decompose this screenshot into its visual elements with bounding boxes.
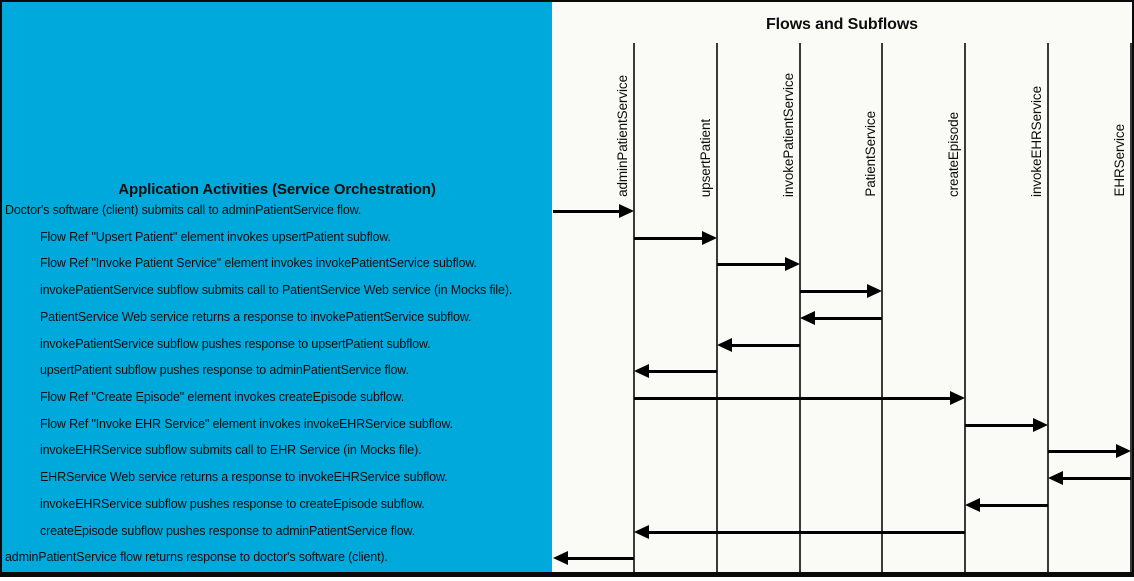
activity-row: EHRService Web service returns a respons… bbox=[40, 470, 448, 484]
lifeline bbox=[1130, 43, 1132, 572]
lifeline-label: invokeEHRService bbox=[1029, 86, 1044, 197]
arrowhead-icon bbox=[965, 498, 980, 512]
activity-row: invokeEHRService subflow submits call to… bbox=[40, 443, 422, 457]
arrowhead-icon bbox=[634, 364, 649, 378]
arrowhead-icon bbox=[1033, 418, 1048, 432]
arrowhead-icon bbox=[800, 311, 815, 325]
activity-row: invokePatientService subflow submits cal… bbox=[40, 283, 513, 297]
arrow-shaft bbox=[730, 343, 800, 347]
arrow-shaft bbox=[1061, 476, 1131, 480]
arrow-shaft bbox=[634, 396, 952, 400]
arrow-shaft bbox=[965, 423, 1035, 427]
lifeline-label: upsertPatient bbox=[698, 118, 713, 197]
flow-arrow bbox=[717, 257, 800, 271]
arrowhead-icon bbox=[553, 551, 568, 565]
activity-row: Flow Ref "Invoke EHR Service" element in… bbox=[40, 417, 453, 431]
activities-panel-title: Application Activities (Service Orchestr… bbox=[118, 181, 436, 198]
arrow-shaft bbox=[978, 503, 1048, 507]
lifeline bbox=[964, 43, 966, 572]
lifeline bbox=[633, 43, 635, 572]
lifeline bbox=[799, 43, 801, 572]
flow-arrow bbox=[634, 391, 965, 405]
arrowhead-icon bbox=[619, 204, 634, 218]
flow-arrow bbox=[717, 338, 800, 352]
activity-row: PatientService Web service returns a res… bbox=[40, 310, 472, 324]
flows-title: Flows and Subflows bbox=[766, 16, 918, 33]
activity-row: upsertPatient subflow pushes response to… bbox=[40, 363, 409, 377]
arrowhead-icon bbox=[950, 391, 965, 405]
arrow-shaft bbox=[553, 209, 621, 213]
arrow-shaft bbox=[1048, 449, 1118, 453]
arrow-shaft bbox=[800, 289, 869, 293]
flow-arrow bbox=[800, 311, 882, 325]
flow-arrow bbox=[634, 231, 717, 245]
lifeline bbox=[716, 43, 718, 572]
arrow-shaft bbox=[813, 316, 882, 320]
arrow-shaft bbox=[647, 530, 965, 534]
arrowhead-icon bbox=[1116, 444, 1131, 458]
arrowhead-icon bbox=[867, 284, 882, 298]
flow-arrow bbox=[634, 525, 965, 539]
lifeline-label: createEpisode bbox=[946, 111, 961, 197]
activities-panel bbox=[2, 2, 552, 572]
lifeline-label: adminPatientService bbox=[615, 75, 630, 197]
arrow-shaft bbox=[647, 369, 717, 373]
flows-region bbox=[552, 2, 1132, 572]
lifeline-label: PatientService bbox=[863, 111, 878, 197]
flow-arrow bbox=[965, 498, 1048, 512]
flow-arrow bbox=[553, 204, 634, 218]
flow-arrow bbox=[553, 551, 634, 565]
activity-row: adminPatientService flow returns respons… bbox=[5, 550, 388, 564]
activity-row: Flow Ref "Upsert Patient" element invoke… bbox=[40, 230, 391, 244]
flow-arrow bbox=[1048, 444, 1131, 458]
flow-arrow bbox=[800, 284, 882, 298]
arrowhead-icon bbox=[785, 257, 800, 271]
activity-row: invokeEHRService subflow pushes response… bbox=[40, 497, 425, 511]
arrowhead-icon bbox=[702, 231, 717, 245]
flow-arrow bbox=[965, 418, 1048, 432]
lifeline-label: invokePatientService bbox=[781, 72, 796, 197]
arrowhead-icon bbox=[717, 338, 732, 352]
activity-row: invokePatientService subflow pushes resp… bbox=[40, 337, 431, 351]
arrow-shaft bbox=[717, 262, 787, 266]
arrow-shaft bbox=[634, 236, 704, 240]
lifeline-label: EHRService bbox=[1112, 124, 1127, 197]
lifeline bbox=[881, 43, 883, 572]
activity-row: createEpisode subflow pushes response to… bbox=[40, 524, 416, 538]
arrowhead-icon bbox=[634, 525, 649, 539]
arrow-shaft bbox=[566, 556, 634, 560]
activity-row: Flow Ref "Invoke Patient Service" elemen… bbox=[40, 256, 477, 270]
arrowhead-icon bbox=[1048, 471, 1063, 485]
activity-row: Flow Ref "Create Episode" element invoke… bbox=[40, 390, 405, 404]
activity-row: Doctor's software (client) submits call … bbox=[5, 203, 362, 217]
flow-arrow bbox=[634, 364, 717, 378]
flow-arrow bbox=[1048, 471, 1131, 485]
lifeline bbox=[1047, 43, 1049, 572]
